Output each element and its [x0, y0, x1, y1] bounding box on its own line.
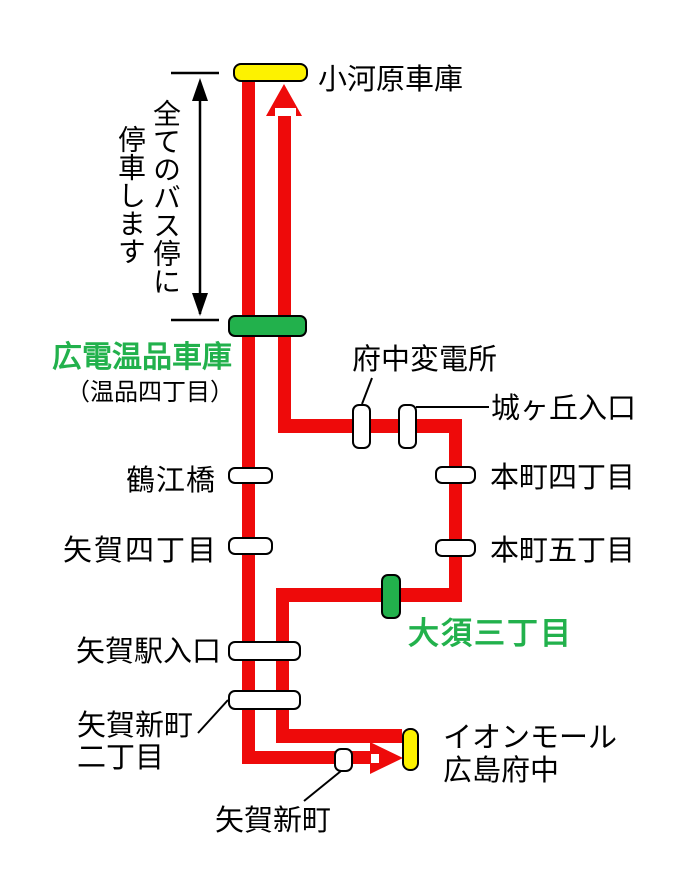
stop-marker-aeon-mall	[402, 728, 419, 771]
stop-label-hiroden-nukushina-depot: 広電温品車庫	[52, 340, 232, 375]
stop-marker-yagashinmachi	[334, 748, 353, 772]
arrow-gap-bottom	[371, 754, 379, 763]
stop-marker-honmachi5	[435, 539, 476, 557]
all-stops-note: 全てのバス停に 停車します	[113, 99, 183, 309]
route-return-vertical-line	[278, 114, 291, 433]
stop-label-jogaoka: 城ヶ丘入口	[491, 391, 637, 425]
stop-marker-yaga4	[228, 537, 273, 555]
stop-marker-osu3	[381, 574, 401, 619]
stop-label-honmachi4: 本町四丁目	[490, 460, 636, 494]
stop-label-yagashinmachi: 矢賀新町	[215, 803, 332, 837]
range-arrowhead-down	[192, 293, 208, 316]
stop-label-osu3: 大須三丁目	[408, 616, 573, 652]
stop-marker-hiroden-nukushina-depot	[228, 315, 307, 337]
stop-label-honmachi5: 本町五丁目	[490, 533, 636, 567]
stop-marker-fuchu-hendensho	[352, 404, 371, 449]
stop-label-yaga4: 矢賀四丁目	[63, 533, 219, 567]
arrow-gap-top	[275, 108, 296, 116]
stop-label-fuchu-hendensho: 府中変電所	[352, 342, 498, 376]
stop-label-yagashinmachi-2chome: 矢賀新町 二丁目	[77, 709, 193, 773]
range-arrowhead-up	[192, 78, 208, 101]
stop-sublabel-nukushina-4chome: （温品四丁目）	[66, 378, 234, 406]
all-stops-note-line2: 停車します	[114, 125, 147, 265]
stop-marker-jogaoka	[398, 404, 417, 449]
stop-marker-ogawara-depot	[233, 63, 308, 82]
stop-label-yagaeki: 矢賀駅入口	[76, 634, 222, 668]
route-loop-left-vertical	[276, 588, 289, 743]
stop-marker-yagashinmachi-2chome	[228, 690, 301, 710]
route-loop-right-vertical	[449, 419, 462, 602]
connector-fuchu-hendensho	[361, 377, 373, 405]
stop-label-aeon-mall-line1: イオンモール	[443, 720, 618, 754]
route-main-vertical-line	[242, 80, 255, 764]
stop-label-aeon-mall: イオンモール 広島府中	[443, 721, 617, 787]
connector-yagashinmachi	[303, 770, 342, 802]
stop-label-yagashinmachi-2chome-line1: 矢賀新町	[77, 708, 194, 742]
stop-marker-honmachi4	[435, 466, 476, 484]
stop-marker-tsurue	[228, 467, 273, 484]
connector-yagashinmachi-2chome	[197, 699, 229, 734]
all-stops-note-line1: 全てのバス停に	[149, 99, 182, 295]
stop-label-ogawara-depot: 小河原車庫	[318, 62, 464, 96]
stop-marker-yagaeki	[228, 641, 301, 661]
stop-label-tsurue: 鶴江橋	[126, 463, 217, 497]
stop-label-aeon-mall-line2: 広島府中	[443, 753, 560, 787]
route-loop-bottom-horizontal	[276, 729, 402, 743]
route-loop-middle-horizontal	[276, 588, 462, 602]
stop-label-yagashinmachi-2chome-line2: 二丁目	[77, 740, 165, 774]
